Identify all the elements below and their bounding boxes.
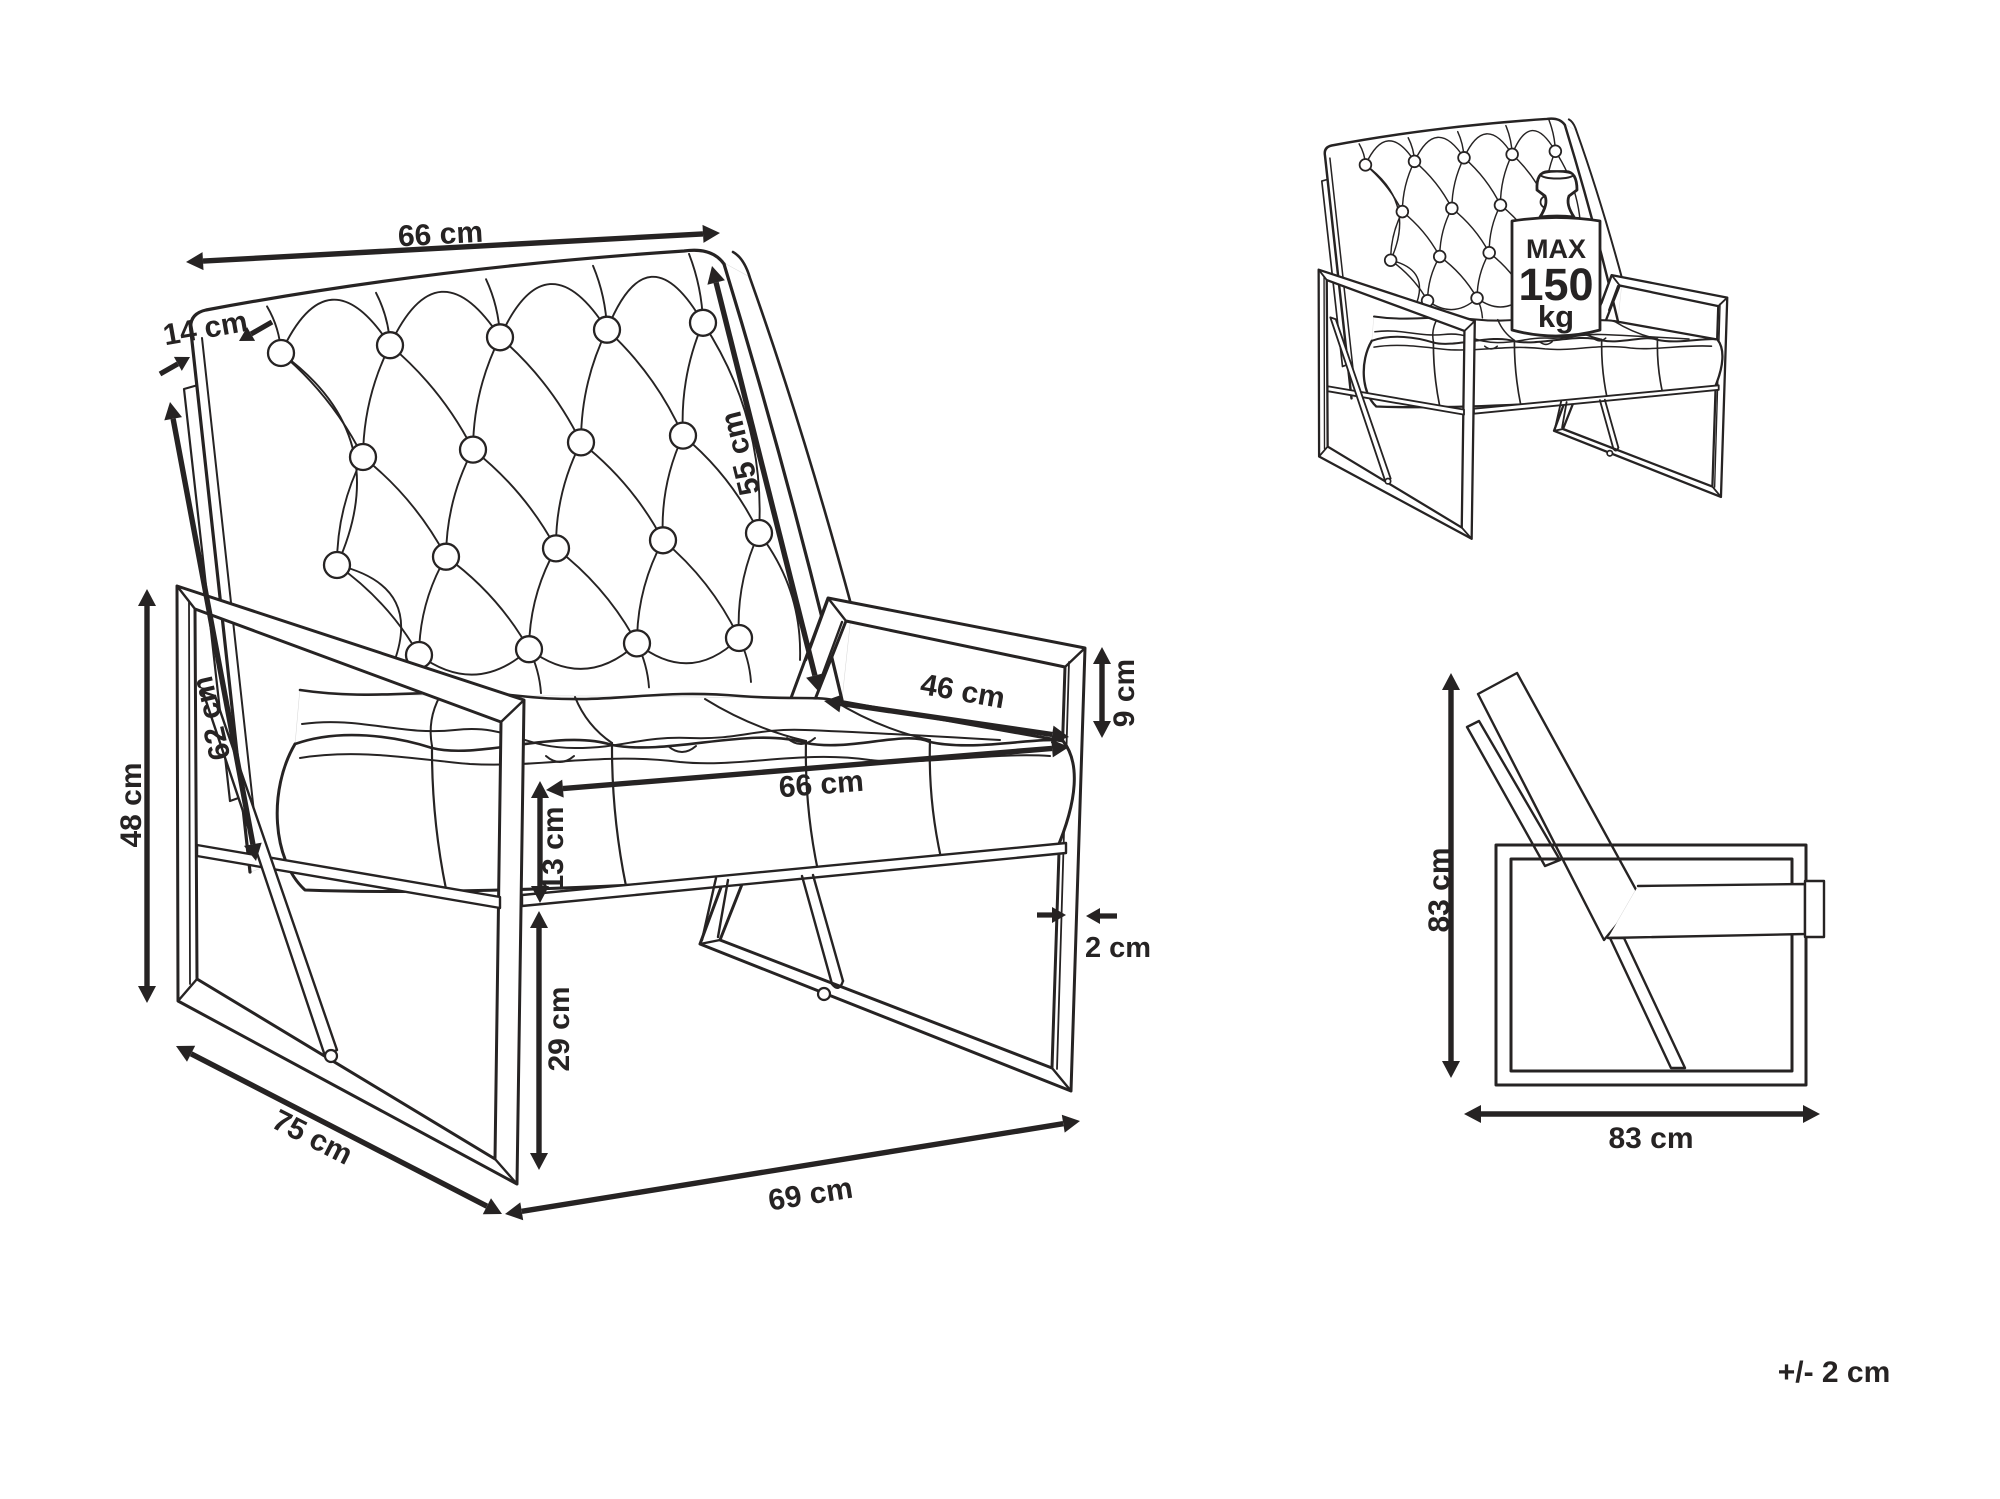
svg-text:13 cm: 13 cm: [537, 806, 570, 891]
svg-text:150: 150: [1518, 259, 1593, 310]
svg-text:29 cm: 29 cm: [543, 986, 576, 1071]
svg-text:+/- 2 cm: +/- 2 cm: [1778, 1356, 1891, 1389]
svg-text:MAX: MAX: [1526, 234, 1586, 264]
svg-text:9 cm: 9 cm: [1108, 659, 1141, 727]
svg-text:66 cm: 66 cm: [778, 765, 865, 805]
svg-text:2 cm: 2 cm: [1085, 932, 1151, 964]
svg-text:66 cm: 66 cm: [397, 216, 484, 254]
svg-text:48 cm: 48 cm: [115, 762, 148, 847]
svg-text:kg: kg: [1538, 299, 1574, 334]
svg-text:83 cm: 83 cm: [1423, 847, 1456, 932]
svg-text:83 cm: 83 cm: [1608, 1122, 1693, 1155]
